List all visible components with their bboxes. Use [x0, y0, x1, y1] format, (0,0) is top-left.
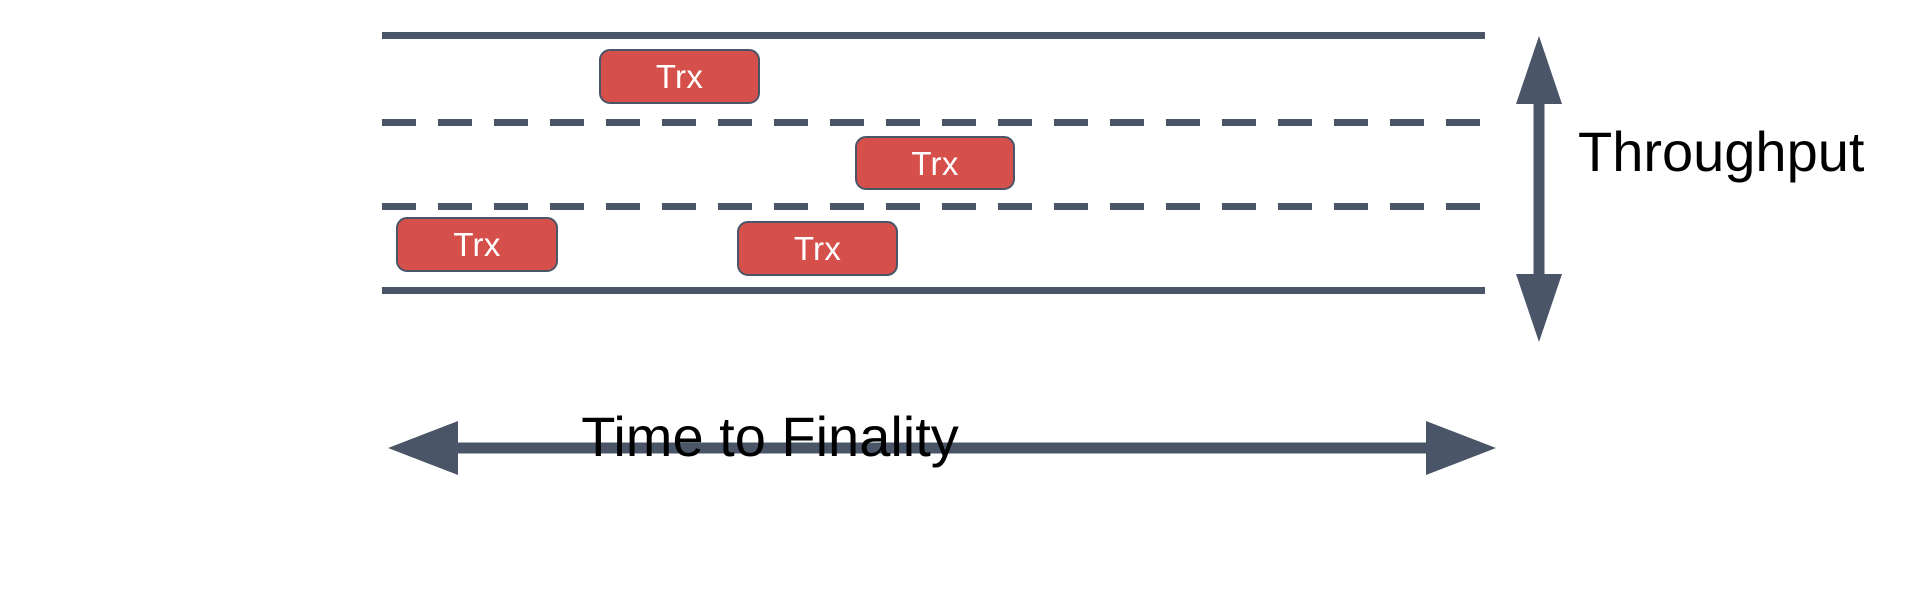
transaction-block: Trx — [737, 221, 898, 276]
transaction-label: Trx — [453, 226, 501, 263]
lane-line-divider-lower — [382, 203, 1485, 210]
transaction-block: Trx — [396, 217, 558, 272]
throughput-double-arrow-icon — [1516, 36, 1562, 342]
lane-line-top-boundary — [382, 32, 1485, 39]
transaction-block: Trx — [599, 49, 760, 104]
throughput-axis-label: Throughput — [1578, 120, 1865, 183]
finality-axis-label: Time to Finality — [581, 405, 959, 468]
transaction-block: Trx — [855, 136, 1015, 190]
transaction-label: Trx — [655, 58, 704, 95]
lane-line-divider-upper — [382, 119, 1485, 126]
lane-line-bottom-boundary — [382, 287, 1485, 294]
transaction-label: Trx — [911, 144, 959, 182]
finality-double-arrow-icon — [388, 421, 1496, 475]
transaction-label: Trx — [793, 230, 842, 267]
